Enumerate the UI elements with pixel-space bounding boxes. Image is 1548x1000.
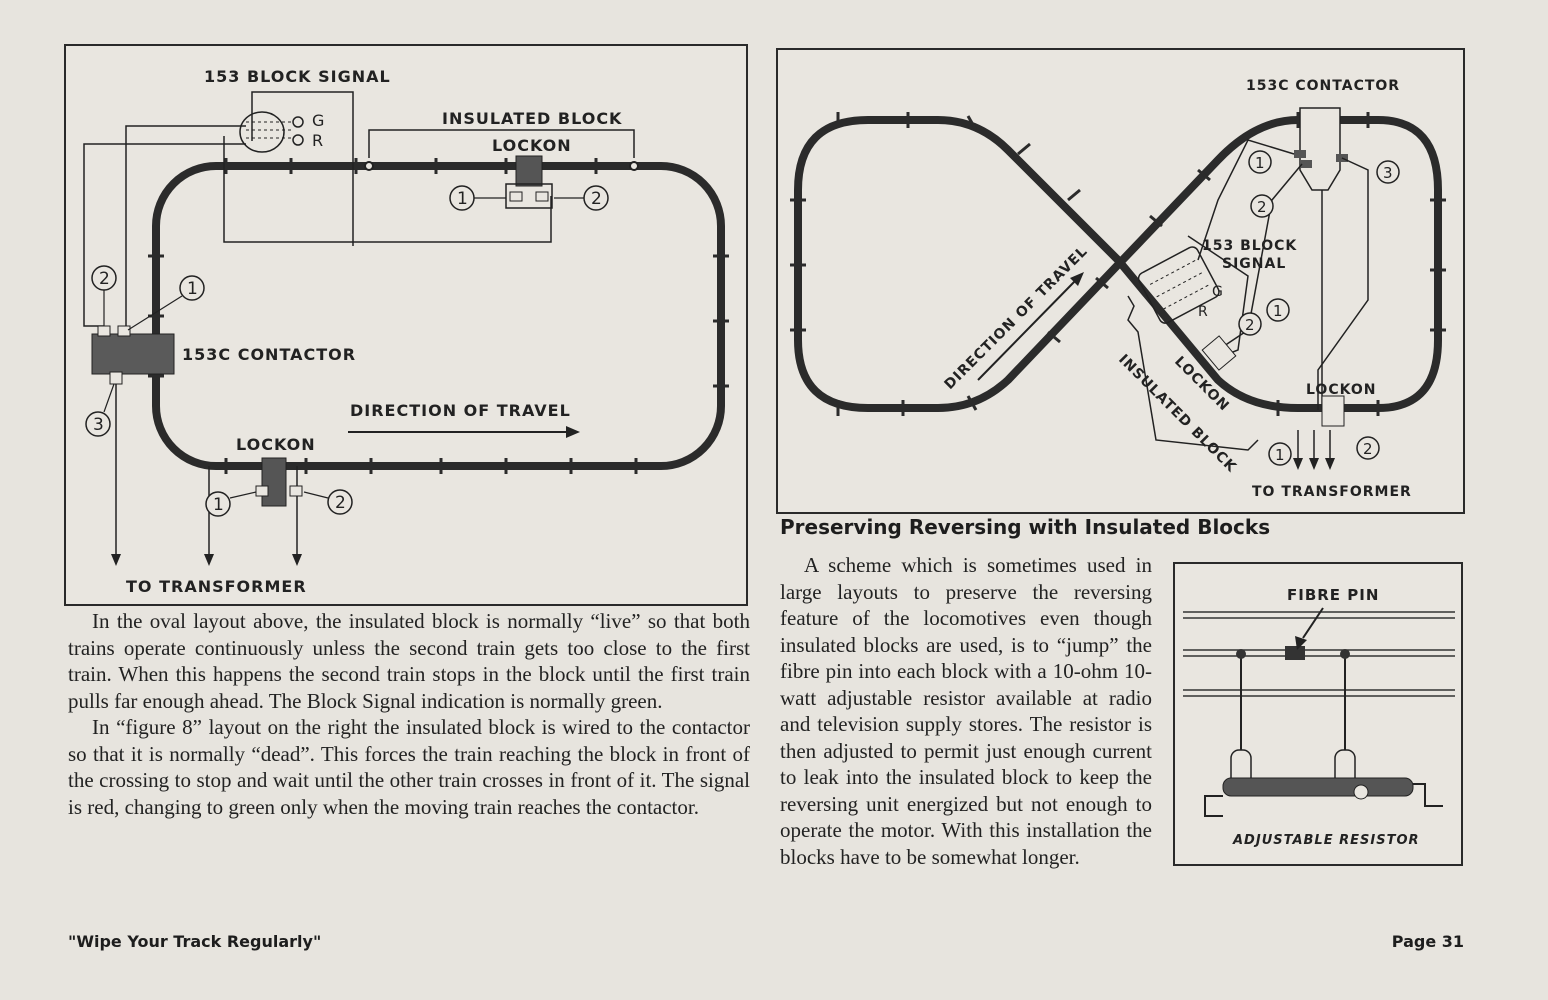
wiring (83, 125, 552, 556)
contactor-icon (91, 325, 175, 385)
oval-track (152, 162, 725, 470)
figure-8-layout-diagram: 1 2 3 1 2 1 2 153C CONTACTOR 153 BLOCK S… (776, 48, 1465, 514)
block-signal-label-1: 153 BLOCK (1202, 238, 1297, 254)
callout-2-contactor: 2 (1257, 198, 1267, 216)
figure-8-paragraph: In “figure 8” layout on the right the in… (68, 715, 750, 819)
direction-label: DIRECTION OF TRAVEL (350, 401, 571, 420)
contactor-label: 153C CONTACTOR (182, 345, 356, 364)
insulated-block-label: INSULATED BLOCK (442, 109, 622, 128)
callout-2-contactor: 2 (99, 269, 110, 289)
transformer-label: TO TRANSFORMER (1252, 484, 1412, 500)
callout-1-top: 1 (457, 189, 468, 209)
adjustable-resistor-label: ADJUSTABLE RESISTOR (1232, 833, 1420, 848)
transformer-arrows (1293, 458, 1335, 470)
bottom-lockon-icon (255, 457, 303, 507)
transformer-label: TO TRANSFORMER (126, 577, 307, 596)
block-signal-icon (239, 111, 304, 153)
block-signal-icon (1137, 246, 1220, 324)
figure-8-track (794, 116, 1442, 412)
fibre-pin-label: FIBRE PIN (1287, 586, 1379, 604)
lockon-icon (1321, 395, 1345, 427)
contactor-icon (1294, 107, 1348, 191)
callout-1-signal: 1 (1273, 302, 1283, 320)
callout-1-lockon: 1 (1275, 446, 1285, 464)
callout-2-bottom: 2 (335, 493, 346, 513)
track-ties (790, 112, 1446, 416)
green-light-label: G (312, 111, 324, 130)
lockon-top-label: LOCKON (492, 136, 572, 155)
resistor-float-spacer (1152, 552, 1464, 872)
green-light-label: G (1212, 284, 1223, 300)
insulated-block-bracket (368, 129, 635, 158)
resistor-paragraph: A scheme which is sometimes used in larg… (780, 553, 1152, 869)
figure-8-drawing: 1 2 3 1 2 1 2 153C CONTACTOR 153 BLOCK S… (790, 78, 1446, 500)
callout-1-contactor: 1 (1255, 154, 1265, 172)
red-light-label: R (312, 131, 323, 150)
callout-1-contactor: 1 (187, 279, 198, 299)
callout-2-top: 2 (591, 189, 602, 209)
callout-3-contactor: 3 (93, 415, 104, 435)
track-ties (148, 158, 729, 474)
callout-2-signal: 2 (1245, 316, 1255, 334)
lockon-label: LOCKON (1306, 382, 1376, 398)
resistor-drawing: FIBRE PIN ADJUSTABLE RESISTOR (1183, 586, 1455, 848)
block-signal-label: 153 BLOCK SIGNAL (204, 67, 391, 86)
oval-layout-drawing: 1 2 2 1 3 1 2 153 BLOCK SIGNAL G R INSUL… (83, 67, 729, 596)
fibre-pin-icon (1285, 646, 1305, 660)
oval-layout-paragraph: In the oval layout above, the insulated … (68, 609, 750, 713)
footer-slogan: "Wipe Your Track Regularly" (68, 932, 322, 951)
direction-arrow (977, 279, 1077, 381)
adjustable-resistor-icon (1204, 749, 1443, 817)
diag-lockon-icon (1201, 335, 1237, 371)
callout-2-lockon: 2 (1363, 440, 1373, 458)
callout-3-contactor: 3 (1383, 164, 1393, 182)
right-column-text: A scheme which is sometimes used in larg… (780, 552, 1464, 872)
top-lockon-icon (505, 155, 553, 209)
left-column-text: In the oval layout above, the insulated … (68, 608, 750, 820)
resistor-diagram: FIBRE PIN ADJUSTABLE RESISTOR (1173, 562, 1463, 866)
lockon-bottom-label: LOCKON (236, 435, 316, 454)
contactor-label: 153C CONTACTOR (1246, 78, 1400, 94)
red-light-label: R (1198, 304, 1208, 320)
rails (1183, 611, 1455, 697)
oval-layout-diagram: 1 2 2 1 3 1 2 153 BLOCK SIGNAL G R INSUL… (64, 44, 748, 606)
block-signal-label-2: SIGNAL (1222, 256, 1286, 272)
transformer-arrows (111, 554, 302, 566)
page-number: Page 31 (1391, 932, 1464, 951)
callout-1-bottom: 1 (213, 495, 224, 515)
section-heading: Preserving Reversing with Insulated Bloc… (780, 515, 1271, 539)
